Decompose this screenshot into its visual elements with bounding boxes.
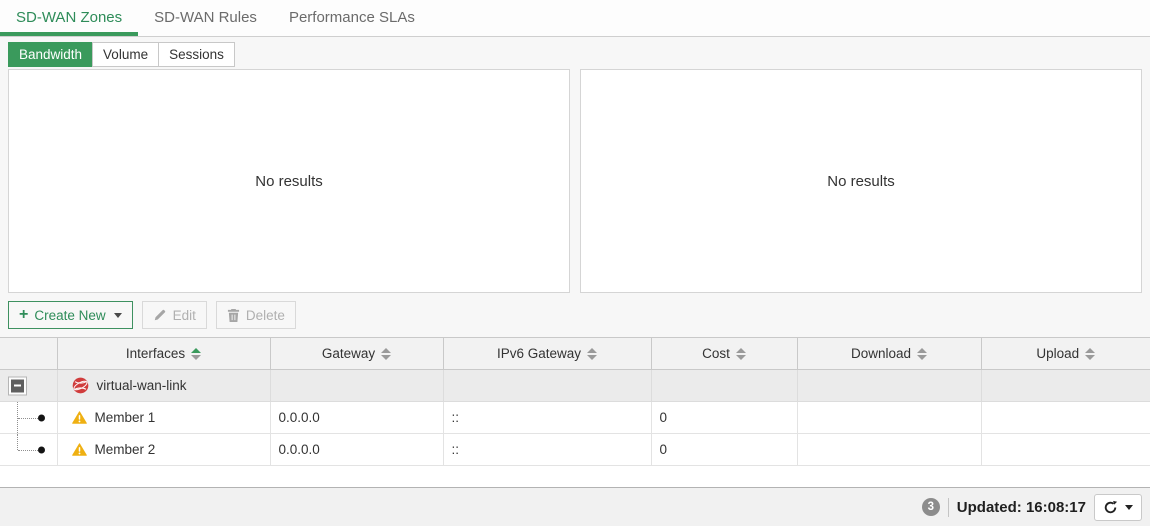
download-cell [796,369,982,402]
tab-sdwan-zones[interactable]: SD-WAN Zones [0,0,138,36]
gateway-cell [269,369,444,402]
warning-icon [71,443,87,456]
column-label: Gateway [321,346,376,361]
tree-cell [0,369,58,402]
tab-performance-slas[interactable]: Performance SLAs [288,9,415,26]
pencil-icon [153,308,167,322]
upload-cell [980,433,1150,466]
cost-cell: 0 [650,401,798,434]
chevron-down-icon [1125,504,1133,510]
download-chart-panel: No results [8,69,570,293]
subtab-bandwidth[interactable]: Bandwidth [8,42,94,67]
updated-timestamp: Updated: 16:08:17 [956,498,1086,516]
tree-cell [0,433,58,466]
delete-button[interactable]: Delete [215,301,296,329]
interface-cell: Member 2 [56,433,271,466]
edit-label: Edit [172,307,196,323]
table-row-zone[interactable]: virtual-wan-link [0,369,1150,402]
column-label: Interfaces [125,346,186,361]
sdwan-interfaces-table: Interfaces Gateway IPv6 Gateway Cost Dow… [0,337,1150,466]
tree-cell [0,401,58,434]
refresh-button[interactable] [1094,493,1142,521]
sort-icon [381,348,392,361]
column-header-interfaces[interactable]: Interfaces [56,337,271,370]
member-name: Member 1 [94,410,156,425]
upload-chart-panel: No results [580,69,1142,293]
plus-icon: + [19,306,29,323]
delete-label: Delete [245,307,285,323]
chart-panels: No results No results [0,67,1150,293]
tab-sdwan-rules[interactable]: SD-WAN Rules [154,9,257,26]
charts-section: Bandwidth Volume Sessions No results No … [0,37,1150,337]
column-label: Upload [1036,346,1080,361]
tree-line [18,449,38,451]
sort-icon [735,348,746,361]
table-header-row: Interfaces Gateway IPv6 Gateway Cost Dow… [0,337,1150,370]
gateway-cell: 0.0.0.0 [269,401,444,434]
table-toolbar: + Create New Edit Delete [0,293,1150,337]
sort-icon [1085,348,1096,361]
subtab-volume[interactable]: Volume [92,42,160,67]
no-results-text: No results [255,172,323,190]
create-new-label: Create New [34,307,106,323]
column-label: Cost [702,346,730,361]
tree-line [18,417,38,419]
sort-icon [191,348,202,361]
warning-icon [71,411,87,424]
download-cell [796,401,982,434]
ipv6-gateway-cell [442,369,652,402]
ipv6-gateway-cell: :: [442,433,652,466]
column-header-ipv6-gateway[interactable]: IPv6 Gateway [442,337,652,370]
column-header-upload[interactable]: Upload [980,337,1150,370]
cost-cell [650,369,798,402]
subtab-sessions[interactable]: Sessions [158,42,235,67]
upload-cell [980,369,1150,402]
column-label: Download [850,346,912,361]
column-label: IPv6 Gateway [496,346,582,361]
collapse-icon[interactable] [8,376,27,395]
tree-bullet-icon [38,414,45,421]
main-tab-bar: SD-WAN Zones SD-WAN Rules Performance SL… [0,0,1150,37]
table-row-member[interactable]: Member 1 0.0.0.0 :: 0 [0,401,1150,434]
sdwan-zone-globe-icon [72,377,89,394]
column-header-download[interactable]: Download [796,337,982,370]
column-header-cost[interactable]: Cost [650,337,798,370]
sort-icon [917,348,928,361]
table-row-member[interactable]: Member 2 0.0.0.0 :: 0 [0,433,1150,466]
download-cell [796,433,982,466]
zone-name: virtual-wan-link [96,378,187,393]
create-new-button[interactable]: + Create New [8,301,133,329]
row-count-badge: 3 [921,498,940,516]
interface-cell: virtual-wan-link [56,369,271,402]
tree-bullet-icon [38,446,45,453]
no-results-text: No results [827,172,895,190]
chart-view-switcher: Bandwidth Volume Sessions [8,42,1150,67]
status-bar: 3 Updated: 16:08:17 [0,487,1150,526]
edit-button[interactable]: Edit [141,301,207,329]
trash-icon [227,308,240,323]
tree-line [17,434,18,450]
gateway-cell: 0.0.0.0 [269,433,444,466]
cost-cell: 0 [650,433,798,466]
upload-cell [980,401,1150,434]
interface-cell: Member 1 [56,401,271,434]
chevron-down-icon [113,312,122,318]
divider [947,497,949,517]
refresh-icon [1103,500,1118,515]
tree-column-header [0,337,58,370]
column-header-gateway[interactable]: Gateway [269,337,444,370]
ipv6-gateway-cell: :: [442,401,652,434]
sort-icon [587,348,598,361]
tree-line [17,402,18,433]
member-name: Member 2 [94,442,156,457]
